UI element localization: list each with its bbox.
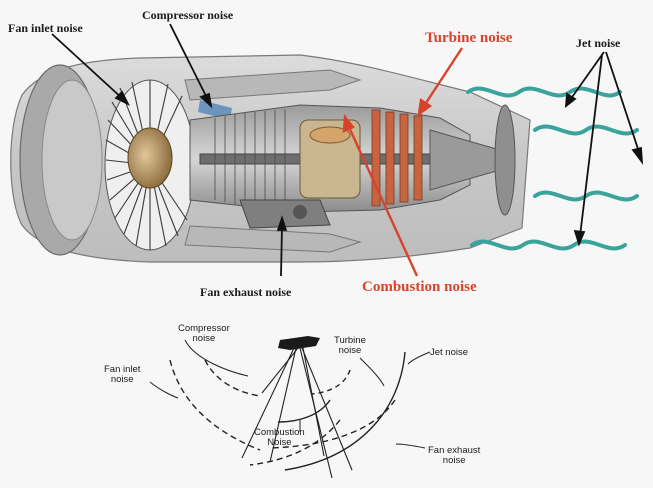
label-turbine-noise-small: Turbine noise bbox=[334, 336, 366, 357]
directivity-arcs bbox=[170, 352, 405, 470]
compressor-arc bbox=[205, 360, 260, 396]
label-fan-exhaust-noise-small: Fan exhaust noise bbox=[428, 446, 480, 467]
turbine-arc bbox=[312, 370, 350, 394]
label-compressor-noise-small: Compressor noise bbox=[178, 324, 230, 345]
fan-inlet-arc bbox=[170, 360, 260, 450]
engine-silhouette-icon bbox=[278, 336, 320, 350]
label-fan-inlet-noise-small: Fan inlet noise bbox=[104, 365, 140, 386]
label-combustion-noise-small: Combustion Noise bbox=[254, 428, 305, 449]
directivity-rays bbox=[242, 348, 352, 478]
combustion-arc bbox=[278, 400, 330, 422]
label-jet-noise-small: Jet noise bbox=[430, 348, 468, 358]
